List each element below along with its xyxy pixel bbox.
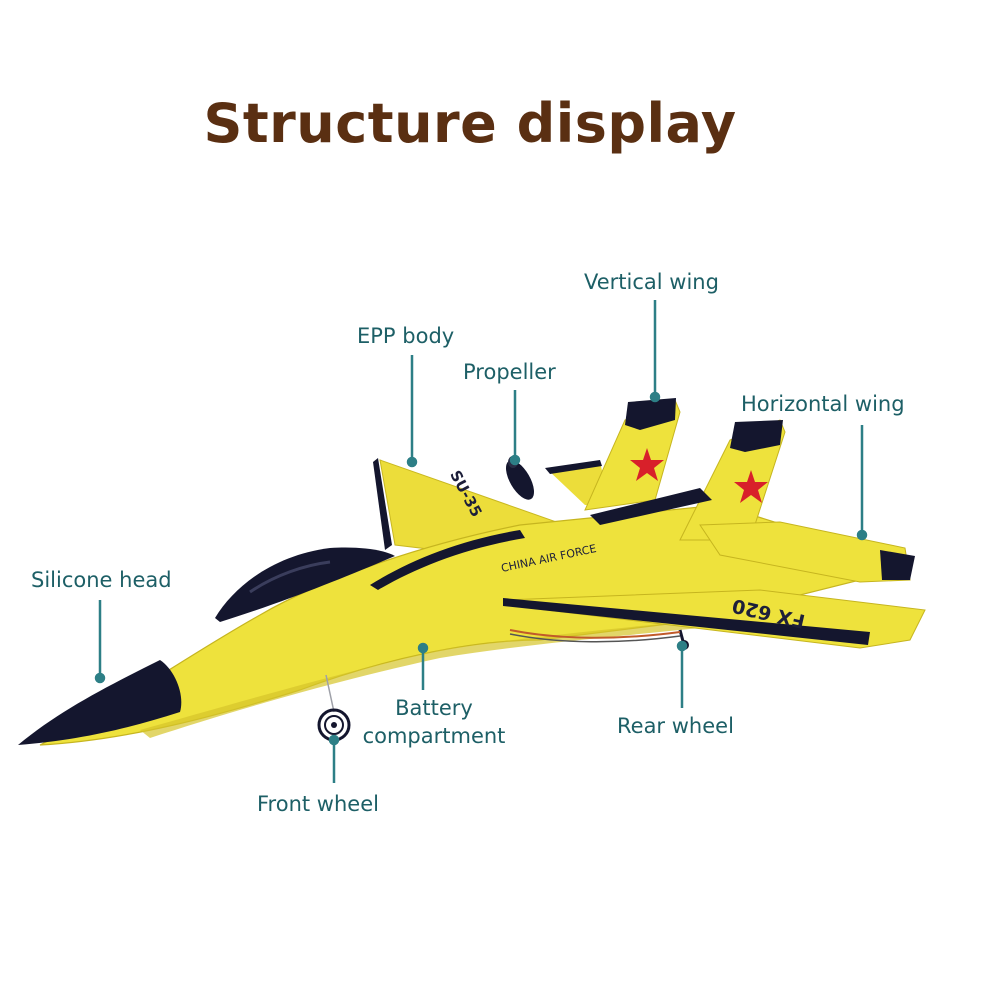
horizontal-wing <box>699 521 915 583</box>
label-front-wheel: Front wheel <box>257 792 379 816</box>
leader-lines <box>94 300 868 783</box>
star-icon <box>630 448 664 481</box>
propeller <box>506 456 534 500</box>
label-horizontal-wing: Horizontal wing <box>741 392 905 416</box>
main-wing <box>503 589 926 649</box>
canopy <box>215 547 395 622</box>
label-propeller: Propeller <box>463 360 556 384</box>
label-battery-line2: compartment <box>362 724 506 748</box>
label-rear-wheel: Rear wheel <box>617 714 734 738</box>
label-silicone-head: Silicone head <box>31 568 172 592</box>
label-battery-compartment: Battery compartment <box>355 694 513 750</box>
silicone-head <box>18 660 182 745</box>
star-icon <box>734 470 768 503</box>
vertical-fin-right <box>679 419 786 541</box>
label-epp-body: EPP body <box>357 324 455 348</box>
far-wing-edge <box>373 458 392 550</box>
label-vertical-wing: Vertical wing <box>584 270 719 294</box>
front-wheel <box>317 674 351 742</box>
label-battery-line1: Battery <box>395 696 473 720</box>
vertical-fin-left <box>584 398 681 511</box>
page-title: Structure display <box>203 92 737 155</box>
